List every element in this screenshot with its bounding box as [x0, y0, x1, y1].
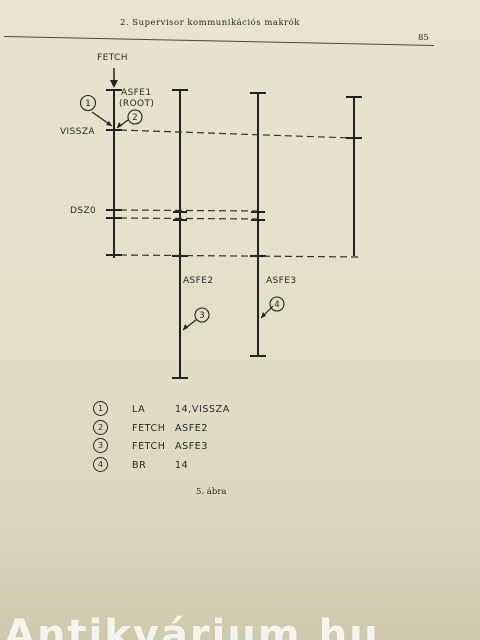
running-header: 2. Supervisor kommunikációs makrók: [120, 18, 300, 28]
fetch-arrow: [110, 80, 118, 88]
legend-num-4: 4: [93, 457, 108, 472]
bottom-dashed: [119, 254, 361, 258]
legend-num-3: 3: [93, 438, 108, 453]
legend-num-1: 1: [93, 401, 108, 416]
label-asfe1: ASFE1: [121, 88, 152, 98]
marker-3: 3: [199, 311, 204, 321]
legend-op-2: FETCH: [132, 423, 166, 434]
legend-arg-4: 14: [175, 460, 189, 471]
marker-1: 1: [85, 99, 90, 109]
label-fetch: FETCH: [97, 53, 128, 63]
dszo-dashed-2: [119, 217, 259, 220]
label-dszo: DSZ0: [70, 206, 97, 216]
legend-arg-2: ASFE2: [175, 423, 209, 434]
legend-num-2: 2: [93, 420, 108, 435]
dszo-dashed-1: [119, 209, 259, 212]
legend-op-1: LA: [132, 404, 146, 415]
marker-3-circle: [194, 307, 210, 323]
marker-4-circle: [269, 296, 285, 312]
marker-2: 2: [132, 113, 137, 123]
label-vissza: VISSZA: [60, 127, 95, 137]
label-asfe3: ASFE3: [266, 276, 297, 286]
figure-caption: 5. ábra: [196, 487, 227, 497]
label-root: (ROOT): [119, 99, 155, 109]
watermark-text: Antikvárium.hu: [4, 612, 380, 640]
marker-1-circle: [79, 94, 97, 112]
legend-op-4: BR: [132, 460, 147, 471]
marker-4: 4: [274, 300, 279, 310]
page-number: 85: [418, 33, 429, 43]
marker-2-circle: [127, 109, 143, 125]
label-asfe2: ASFE2: [183, 276, 214, 286]
legend-op-3: FETCH: [132, 441, 166, 452]
vissza-dashed: [119, 129, 353, 139]
legend-arg-3: ASFE3: [175, 441, 209, 452]
legend-arg-1: 14,VISSZA: [175, 404, 230, 415]
watermark: Antikvárium.hu: [0, 604, 480, 640]
